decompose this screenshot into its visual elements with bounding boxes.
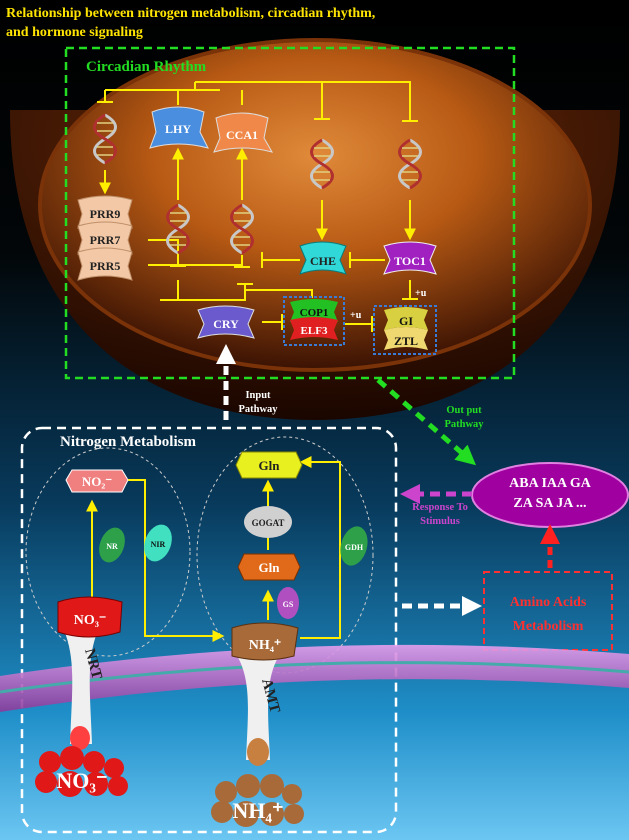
response-label-1: Response To (412, 502, 468, 513)
cry-node: CRY (197, 305, 255, 339)
gdh-label: GDH (345, 543, 364, 552)
gs-enzyme: GS (277, 587, 299, 619)
input-label-1: Input (245, 390, 271, 401)
gln-top-node: Gln (235, 451, 303, 479)
nir-enzyme: NIR (144, 524, 172, 562)
output-label-2: Pathway (444, 419, 484, 430)
nitrogen-label: Nitrogen Metabolism (60, 434, 196, 450)
hormones-ellipse: ABA IAA GA ZA SA JA ... (471, 462, 629, 528)
circadian-links (97, 81, 418, 332)
no3-label: NO₃⁻ (74, 613, 107, 628)
che-node: CHE (299, 241, 347, 275)
nr-enzyme: NR (99, 527, 125, 563)
response-label-2: Stimulus (420, 516, 460, 527)
amino-line-2: Metabolism (513, 619, 584, 634)
amt-transporter: AMT (236, 654, 283, 766)
nh4-external-label: NH₄⁺ (232, 798, 283, 823)
gln-mid-node: Gln (237, 553, 301, 581)
ztl-label: ZTL (394, 334, 418, 348)
output-pathway-arrow (376, 378, 477, 466)
prr5-label: PRR5 (90, 259, 121, 273)
prr9-label: PRR9 (90, 207, 121, 221)
elf3-label: ELF3 (301, 325, 328, 337)
gogat-label: GOGAT (252, 518, 285, 528)
cop1-elf3-complex: COP1 ELF3 (283, 296, 345, 346)
cry-label: CRY (213, 317, 239, 331)
circadian-box (64, 46, 516, 380)
title-line-2: and hormone signaling (6, 25, 143, 40)
title-line-1: Relationship between nitrogen metabolism… (6, 6, 376, 21)
nitrate-compartment (25, 447, 191, 657)
gln-top-label: Gln (259, 458, 281, 473)
nh4-external-cluster: NH₄⁺ (211, 774, 304, 827)
lhy-label: LHY (165, 122, 191, 136)
no3-external-label: NO₃⁻ (56, 768, 107, 793)
circadian-label: Circadian Rhythm (86, 59, 207, 75)
cop1-label: COP1 (300, 307, 329, 319)
nrt-label: NRT (81, 647, 105, 681)
nh4-label: NH₄⁺ (249, 638, 282, 653)
toc1-node: TOC1 (383, 241, 437, 275)
toc1-label: TOC1 (394, 254, 426, 268)
amino-acid-box: Amino Acids Metabolism (483, 571, 613, 651)
hormones-line-1: ABA IAA GA (509, 476, 592, 491)
gln-mid-label: Gln (259, 560, 281, 575)
plus-u-label: +u (350, 310, 362, 321)
nh4-node: NH₄⁺ (231, 622, 299, 661)
gs-label: GS (283, 600, 294, 609)
input-label-2: Pathway (238, 404, 278, 415)
plus-u-label: +u (415, 288, 427, 299)
lhy-node: LHY (149, 106, 209, 149)
no3-node: NO₃⁻ (57, 596, 123, 638)
amino-line-1: Amino Acids (510, 595, 587, 610)
nr-label: NR (106, 542, 118, 551)
gi-label: GI (399, 314, 413, 328)
gdh-enzyme: GDH (340, 526, 368, 566)
nir-label: NIR (151, 540, 166, 549)
output-label-1: Out put (446, 405, 482, 416)
cca1-node: CCA1 (213, 112, 274, 153)
no2-label: NO₂⁻ (82, 474, 112, 489)
prr7-label: PRR7 (90, 233, 121, 247)
hormones-line-2: ZA SA JA ... (513, 496, 586, 511)
gi-ztl-complex: GI ZTL (373, 305, 437, 355)
nrt-transporter: NRT (64, 630, 105, 750)
che-label: CHE (310, 254, 336, 268)
cca1-label: CCA1 (226, 128, 258, 142)
prr-stack: PRR9 PRR7 PRR5 (77, 195, 133, 281)
no3-external-cluster: NO₃⁻ (35, 746, 128, 797)
diagram-title: Relationship between nitrogen metabolism… (6, 4, 606, 42)
nitrogen-links (86, 456, 341, 642)
nitrogen-box (20, 426, 398, 834)
no2-node: NO₂⁻ (65, 469, 129, 493)
gogat-enzyme: GOGAT (244, 506, 292, 538)
